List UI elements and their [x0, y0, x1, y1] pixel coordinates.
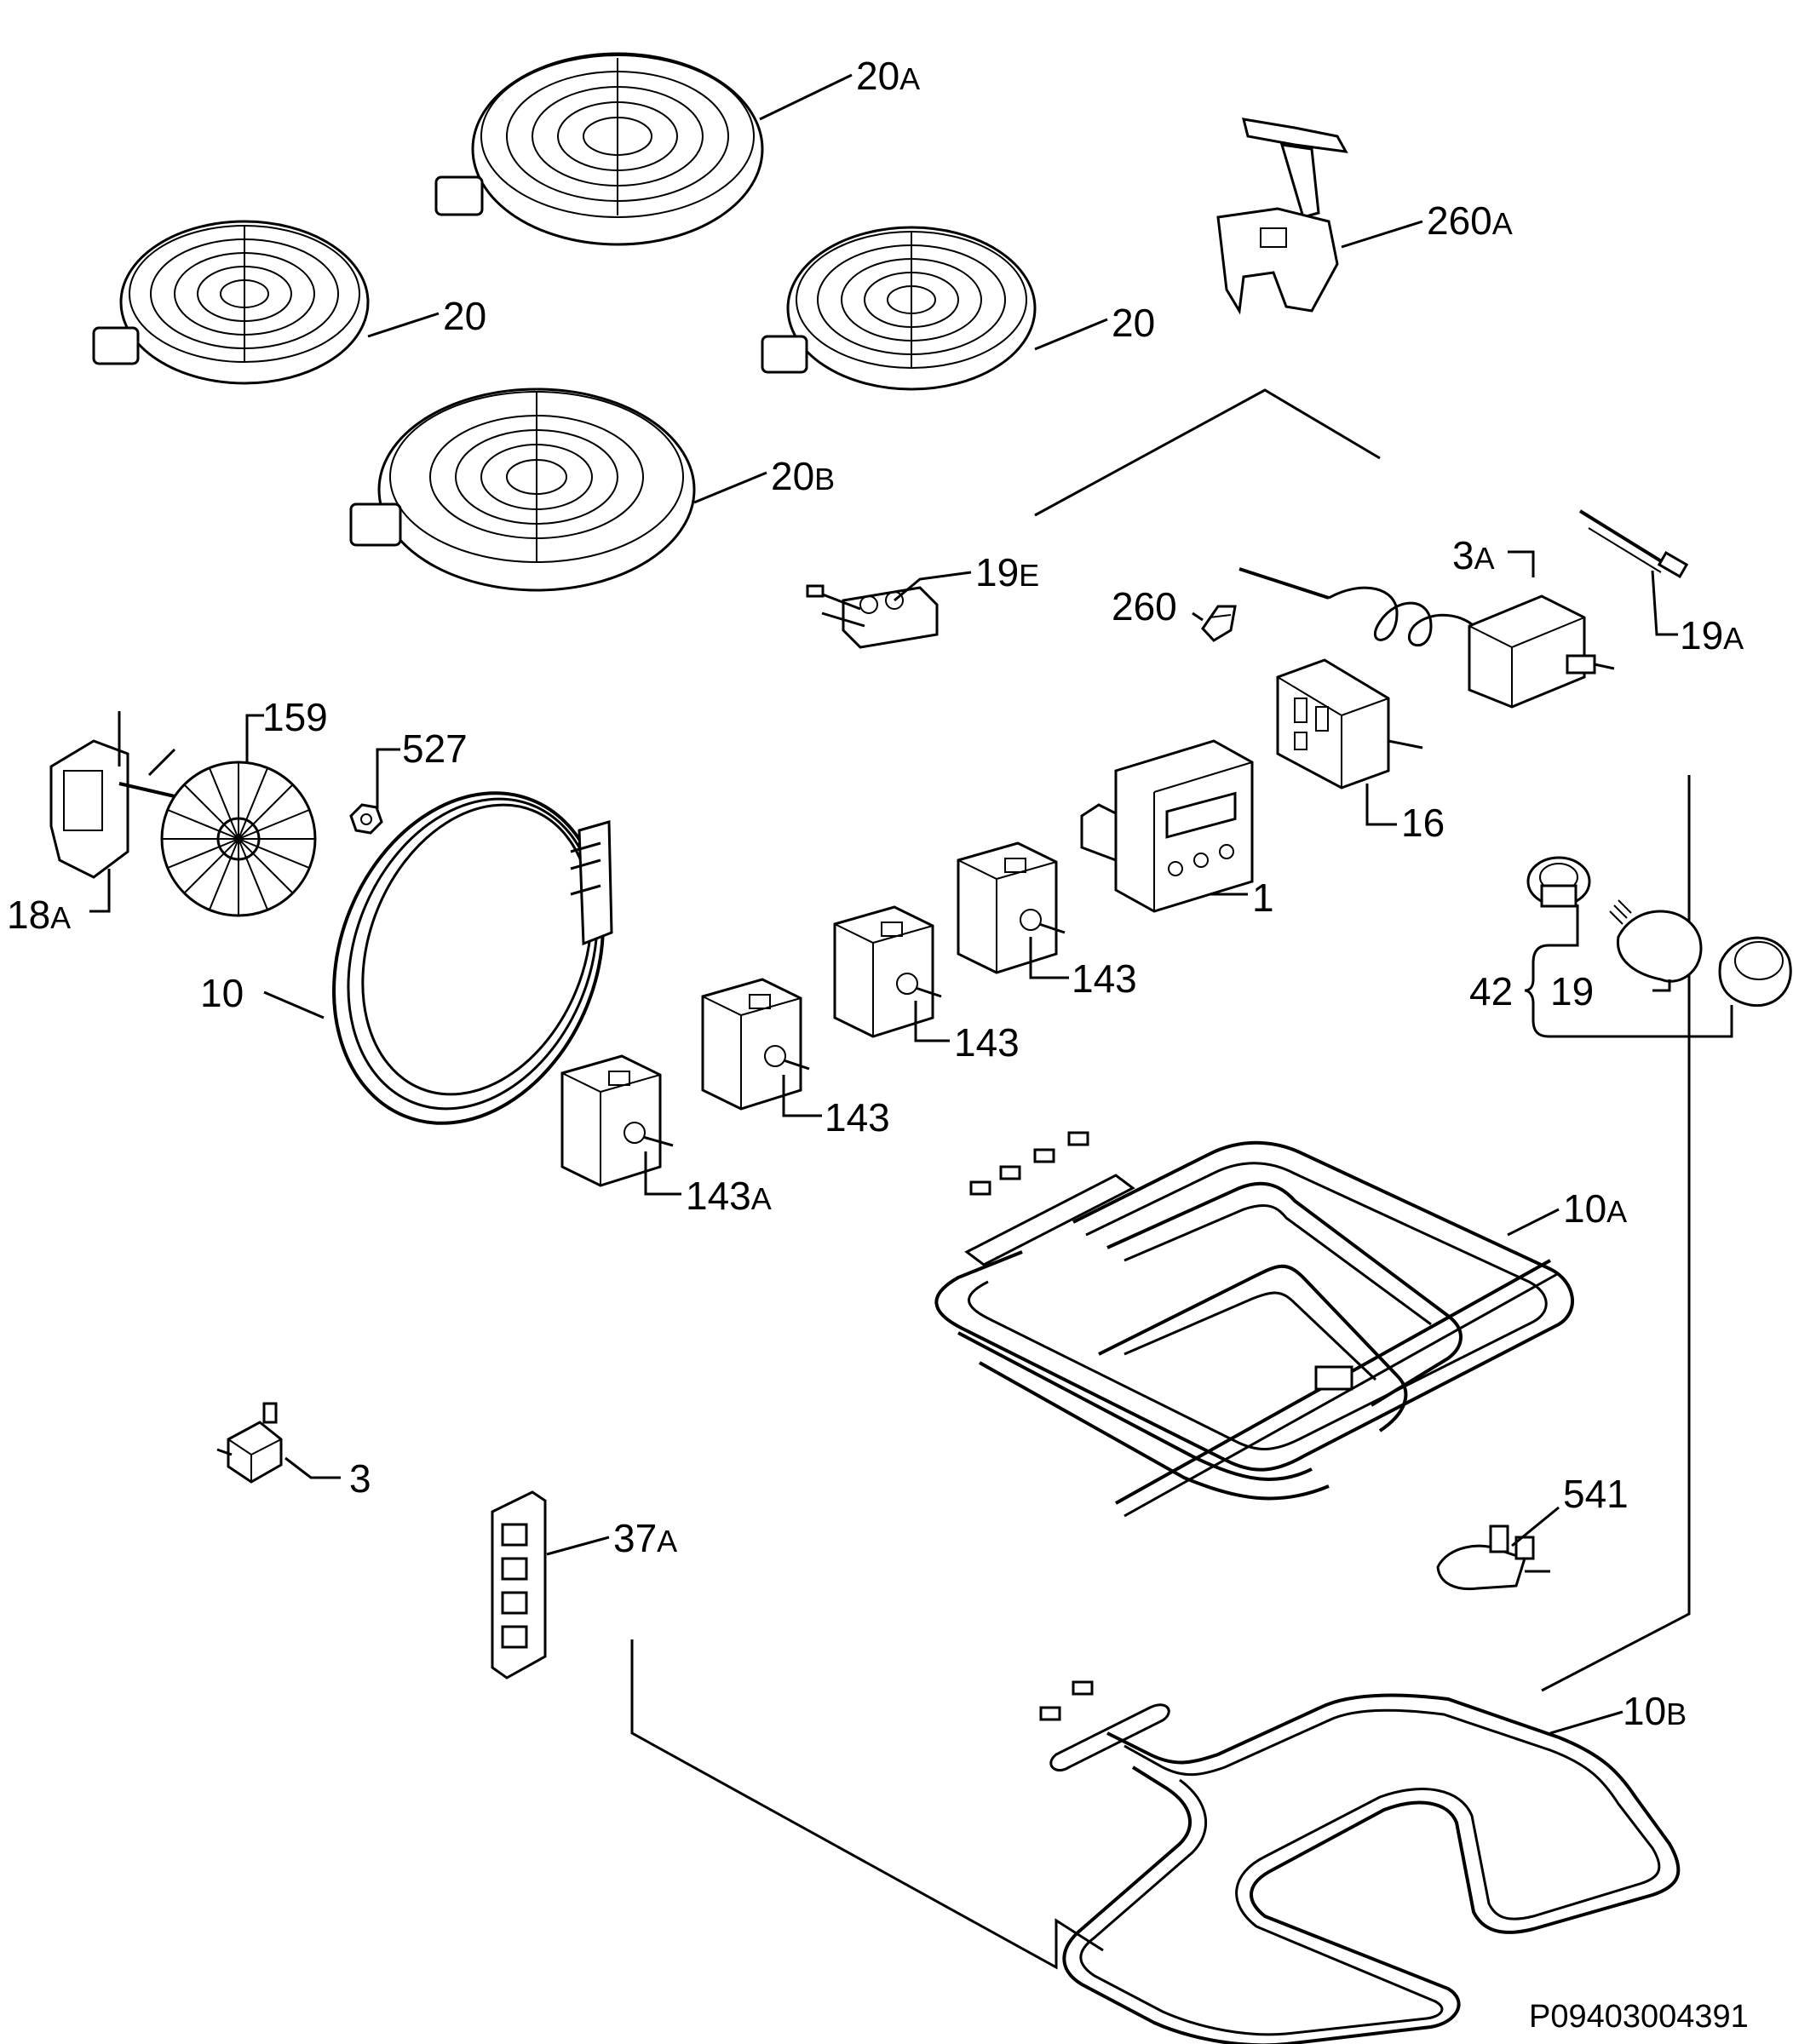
label-527: 527: [402, 726, 468, 771]
probe-19a[interactable]: [1578, 509, 1689, 578]
leader-20-left: [367, 312, 440, 338]
energy-regulator-143-a[interactable]: [957, 841, 1066, 974]
energy-regulator-143-b[interactable]: [833, 905, 942, 1038]
label-143-c: 143: [825, 1095, 890, 1140]
leader-3: [284, 1456, 341, 1479]
leader-143-a: [1029, 937, 1069, 979]
label-20-left: 20: [443, 294, 486, 338]
thermostat-3a[interactable]: [1238, 567, 1615, 709]
label-159: 159: [262, 695, 328, 739]
diagram-code: P09403004391: [1529, 1999, 1749, 2035]
label-143-b: 143: [954, 1020, 1020, 1065]
leader-10: [263, 990, 325, 1019]
label-18a: 18A: [7, 893, 71, 937]
label-16: 16: [1401, 801, 1445, 845]
label-143-a: 143: [1072, 956, 1137, 1001]
label-143a: 143A: [686, 1174, 772, 1218]
leader-10a: [1507, 1208, 1560, 1237]
frame-line-top: [1034, 388, 1381, 517]
label-1: 1: [1252, 876, 1274, 920]
circular-element-10[interactable]: [286, 752, 651, 1163]
label-20a: 20A: [856, 54, 920, 98]
bracket-260a[interactable]: [1216, 118, 1348, 315]
label-42: 42: [1469, 969, 1513, 1013]
label-3a: 3A: [1452, 533, 1495, 577]
label-10: 10: [200, 971, 244, 1015]
fan-blade-159[interactable]: [160, 761, 317, 917]
leader-541: [1511, 1506, 1560, 1547]
energy-regulator-143-c[interactable]: [701, 978, 810, 1111]
leader-10b: [1549, 1710, 1623, 1735]
leader-19e: [894, 571, 972, 602]
leader-20a: [759, 73, 853, 121]
label-37a: 37A: [613, 1516, 677, 1560]
clip-260[interactable]: [1201, 605, 1237, 642]
hotplate-20a[interactable]: [434, 52, 764, 246]
label-260: 260: [1112, 584, 1177, 629]
leader-143-b: [914, 1001, 950, 1042]
leader-143-c: [782, 1075, 822, 1117]
label-19: 19: [1550, 969, 1594, 1013]
leader-19a: [1651, 570, 1678, 636]
label-10b: 10B: [1623, 1689, 1687, 1733]
leader-37a: [546, 1536, 610, 1556]
terminal-block-19e[interactable]: [806, 584, 939, 649]
label-541: 541: [1563, 1472, 1629, 1516]
timer-display-1[interactable]: [1080, 739, 1254, 913]
nut-527[interactable]: [349, 803, 383, 835]
frame-line-right-lower: [1541, 1077, 1691, 1692]
frame-line-bottom: [630, 1639, 1104, 1970]
hotplate-20b[interactable]: [349, 388, 696, 592]
label-260a: 260A: [1427, 198, 1513, 243]
energy-regulator-143a[interactable]: [560, 1054, 674, 1187]
leader-527: [376, 748, 400, 809]
leader-3a: [1508, 550, 1535, 577]
terminal-block-37a[interactable]: [491, 1490, 547, 1679]
leader-16: [1365, 784, 1397, 826]
leader-260: [1192, 611, 1204, 622]
lamp-cover-42[interactable]: [1718, 936, 1792, 1008]
leader-143a: [644, 1151, 681, 1196]
lamp-socket-541[interactable]: [1436, 1524, 1550, 1591]
hotplate-20-right[interactable]: [761, 226, 1037, 391]
hotplate-20-left[interactable]: [92, 220, 370, 385]
label-3: 3: [349, 1456, 371, 1501]
leader-159: [245, 714, 264, 762]
leader-260a: [1341, 220, 1423, 249]
grill-element-10a[interactable]: [934, 1131, 1574, 1518]
leader-19: [1652, 979, 1671, 992]
selector-switch-16[interactable]: [1276, 658, 1423, 789]
leader-20b: [693, 471, 767, 504]
thermal-cutout-3[interactable]: [216, 1402, 283, 1484]
label-19e: 19E: [975, 550, 1039, 594]
lamp-bulb-19[interactable]: [1609, 899, 1703, 983]
fan-motor-18a[interactable]: [49, 711, 176, 879]
leader-18a: [89, 869, 111, 913]
label-20-right: 20: [1112, 301, 1155, 345]
leader-42-a: [1549, 904, 1579, 947]
leader-42-b: [1549, 1005, 1733, 1038]
label-19a: 19A: [1680, 613, 1744, 657]
bottom-element-10b[interactable]: [1039, 1680, 1681, 2044]
brace-42: [1524, 944, 1549, 1038]
label-20b: 20B: [771, 454, 835, 498]
leader-20-right: [1034, 318, 1108, 351]
label-10a: 10A: [1563, 1186, 1627, 1231]
lamp-holder-42[interactable]: [1526, 856, 1591, 908]
